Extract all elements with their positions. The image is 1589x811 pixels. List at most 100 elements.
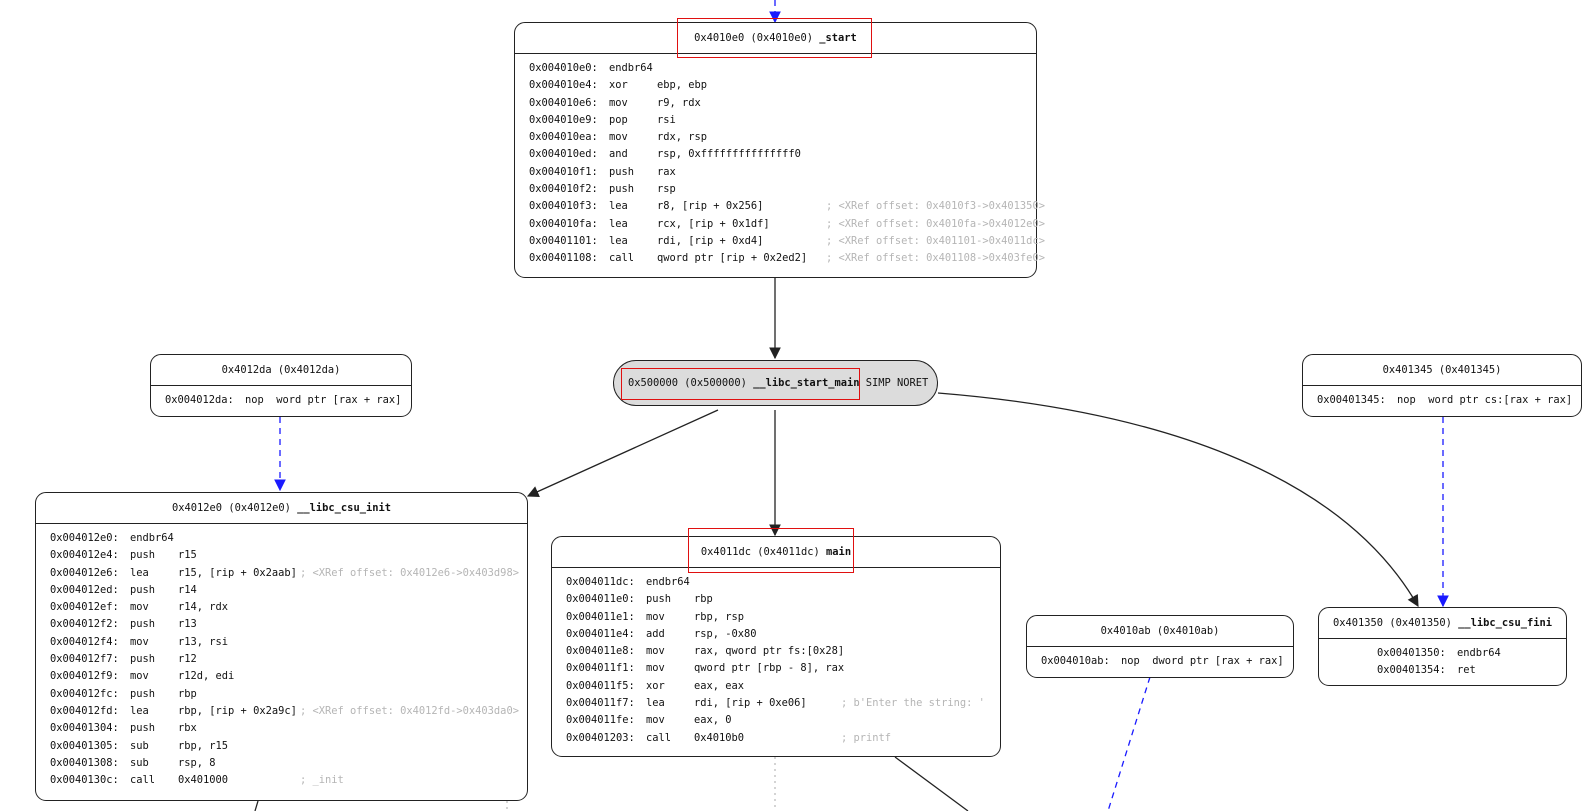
instruction-mnemonic: push (646, 593, 672, 606)
instruction-mnemonic: call (646, 731, 672, 744)
instruction-row[interactable]: 0x004012e0:endbr64 (50, 530, 527, 547)
instruction-operands: rsi (657, 113, 676, 126)
block-start-name: _start (819, 32, 857, 44)
instruction-address: 0x004011dc: (566, 576, 635, 588)
instruction-mnemonic: call (609, 252, 635, 265)
block-libc-start-main[interactable]: 0x500000 (0x500000) __libc_start_main SI… (613, 360, 938, 406)
instruction-row[interactable]: 0x004010ab:nop dword ptr [rax + rax] (1041, 653, 1293, 670)
instruction-address: 0x004012f4: (50, 635, 119, 648)
instruction-comment: ; <XRef offset: 0x4010f3->0x401350> (826, 200, 1045, 213)
instruction-mnemonic: lea (609, 200, 628, 213)
instruction-address: 0x004012fc: (50, 687, 119, 700)
instruction-mnemonic: push (130, 687, 156, 700)
instruction-operands: r13, rsi (178, 635, 229, 648)
instruction-mnemonic: endbr64 (609, 62, 653, 74)
instruction-address: 0x004010e9: (529, 113, 598, 126)
instruction-row[interactable]: 0x004011dc:endbr64 (566, 574, 1000, 591)
block-4010ab[interactable]: 0x4010ab (0x4010ab) 0x004010ab:nop dword… (1026, 615, 1294, 678)
instruction-mnemonic: endbr64 (1457, 647, 1501, 659)
block-4012da-header: 0x4012da (0x4012da) (151, 355, 411, 386)
instruction-operands: rbp, r15 (178, 739, 229, 752)
instruction-operands: rbp, rsp (694, 610, 745, 623)
instruction-row[interactable]: 0x00401345:nop word ptr cs:[rax + rax] (1317, 392, 1581, 409)
instruction-address: 0x004010f2: (529, 183, 598, 196)
block-libc-csu-fini[interactable]: 0x401350 (0x401350) __libc_csu_fini 0x00… (1318, 607, 1567, 686)
instruction-row[interactable]: 0x004010e9: pop rsi (529, 112, 1036, 129)
instruction-address: 0x00401101: (529, 234, 598, 247)
instruction-address: 0x004010ab: (1041, 655, 1110, 667)
instruction-operands: rdx, rsp (657, 131, 708, 144)
instruction-address: 0x00401354: (1377, 664, 1446, 677)
block-libc-csu-fini-name: __libc_csu_fini (1458, 617, 1552, 629)
instruction-comment: ; <XRef offset: 0x401108->0x403fe0> (826, 252, 1045, 265)
instruction-address: 0x004012fd: (50, 704, 119, 717)
block-start[interactable]: 0x4010e0 (0x4010e0) _start 0x004010e0: en… (514, 22, 1045, 278)
highlight-libc-start-main (621, 368, 860, 400)
instruction-operands: qword ptr [rip + 0x2ed2] (657, 252, 808, 265)
instruction-operands: r15, [rip + 0x2aab] (178, 566, 297, 579)
instruction-mnemonic: mov (130, 601, 149, 614)
instruction-row[interactable]: 0x00401350:endbr64 (1377, 645, 1566, 662)
instruction-row[interactable]: 0x004010e0: endbr64 (529, 60, 1036, 77)
instruction-row[interactable]: 0x00401354:ret (1377, 662, 1566, 679)
instruction-operands: r15 (178, 549, 197, 562)
instruction-address: 0x004010ed: (529, 148, 598, 161)
instruction-comment: ; <XRef offset: 0x401101->0x4011dc> (826, 234, 1045, 247)
instruction-mnemonic: lea (609, 217, 628, 230)
instruction-address: 0x004011f5: (566, 679, 635, 692)
instruction-address: 0x004012f7: (50, 653, 119, 666)
instruction-mnemonic: pop (609, 113, 628, 126)
instruction-comment: ; _init (300, 774, 344, 787)
instruction-mnemonic: push (609, 183, 635, 196)
instruction-address: 0x004010e4: (529, 79, 598, 92)
block-start-header: 0x4010e0 (0x4010e0) _start (515, 23, 1036, 54)
instruction-address: 0x004012ed: (50, 583, 119, 596)
instruction-row[interactable]: 0x004012da:nop word ptr [rax + rax] (165, 392, 411, 409)
instruction-address: 0x004010ea: (529, 131, 598, 144)
block-401345[interactable]: 0x401345 (0x401345) 0x00401345:nop word … (1302, 354, 1582, 417)
instruction-operands: rbp, [rip + 0x2a9c] (178, 704, 297, 717)
block-libc-csu-init-addr: 0x4012e0 (0x4012e0) (172, 502, 291, 514)
instruction-address: 0x004010f1: (529, 165, 598, 178)
block-libc-csu-init[interactable]: 0x4012e0 (0x4012e0) __libc_csu_init 0x00… (35, 492, 528, 801)
block-4012da[interactable]: 0x4012da (0x4012da) 0x004012da:nop word … (150, 354, 412, 417)
instruction-address: 0x004010e0: (529, 62, 598, 74)
instruction-comment: ; b'Enter the string: ' (841, 697, 985, 710)
instruction-operands: r14, rdx (178, 601, 229, 614)
